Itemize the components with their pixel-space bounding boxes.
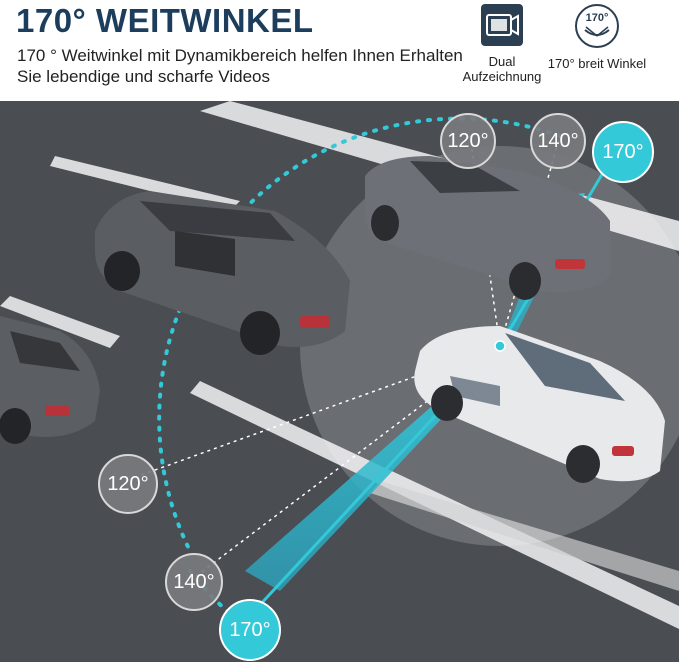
angle-badge-120-top: 120° bbox=[440, 113, 496, 169]
lane-marking bbox=[370, 481, 679, 591]
lane-marking bbox=[50, 156, 240, 211]
angle-badge-140-top: 140° bbox=[530, 113, 586, 169]
left-gray-car bbox=[0, 316, 100, 444]
dashcam-dot-icon bbox=[494, 340, 506, 352]
angle-badge-170-bottom: 170° bbox=[219, 599, 281, 661]
page-subtitle: 170 ° Weitwinkel mit Dynamikbereich helf… bbox=[17, 46, 463, 86]
gray-sedan-car bbox=[364, 156, 610, 300]
feature-dual-recording: Dual Aufzeichnung bbox=[452, 4, 552, 84]
wide-angle-icon-text: 170° bbox=[585, 12, 609, 24]
pickup-truck bbox=[95, 191, 350, 355]
header-banner: 170° WEITWINKEL 170 ° Weitwinkel mit Dyn… bbox=[0, 0, 679, 101]
feature-label: Dual Aufzeichnung bbox=[462, 54, 542, 84]
angle-badge-140-bottom: 140° bbox=[165, 553, 223, 611]
dual-camera-icon bbox=[481, 4, 523, 46]
lane-marking bbox=[0, 296, 120, 348]
white-wagon-car bbox=[414, 326, 665, 483]
page-title: 170° WEITWINKEL bbox=[16, 2, 314, 39]
angle-badge-120-bottom: 120° bbox=[98, 454, 158, 514]
wide-angle-icon: 170° bbox=[575, 4, 619, 48]
angle-badge-170-top: 170° bbox=[592, 121, 654, 183]
feature-label: 170° breit Winkel bbox=[547, 56, 647, 71]
scene-illustration bbox=[0, 101, 679, 629]
angle-line bbox=[499, 135, 561, 347]
feature-wide-angle: 170° 170° breit Winkel bbox=[547, 4, 647, 71]
road-scene: 120° 140° 170° 120° 140° 170° bbox=[0, 101, 679, 662]
